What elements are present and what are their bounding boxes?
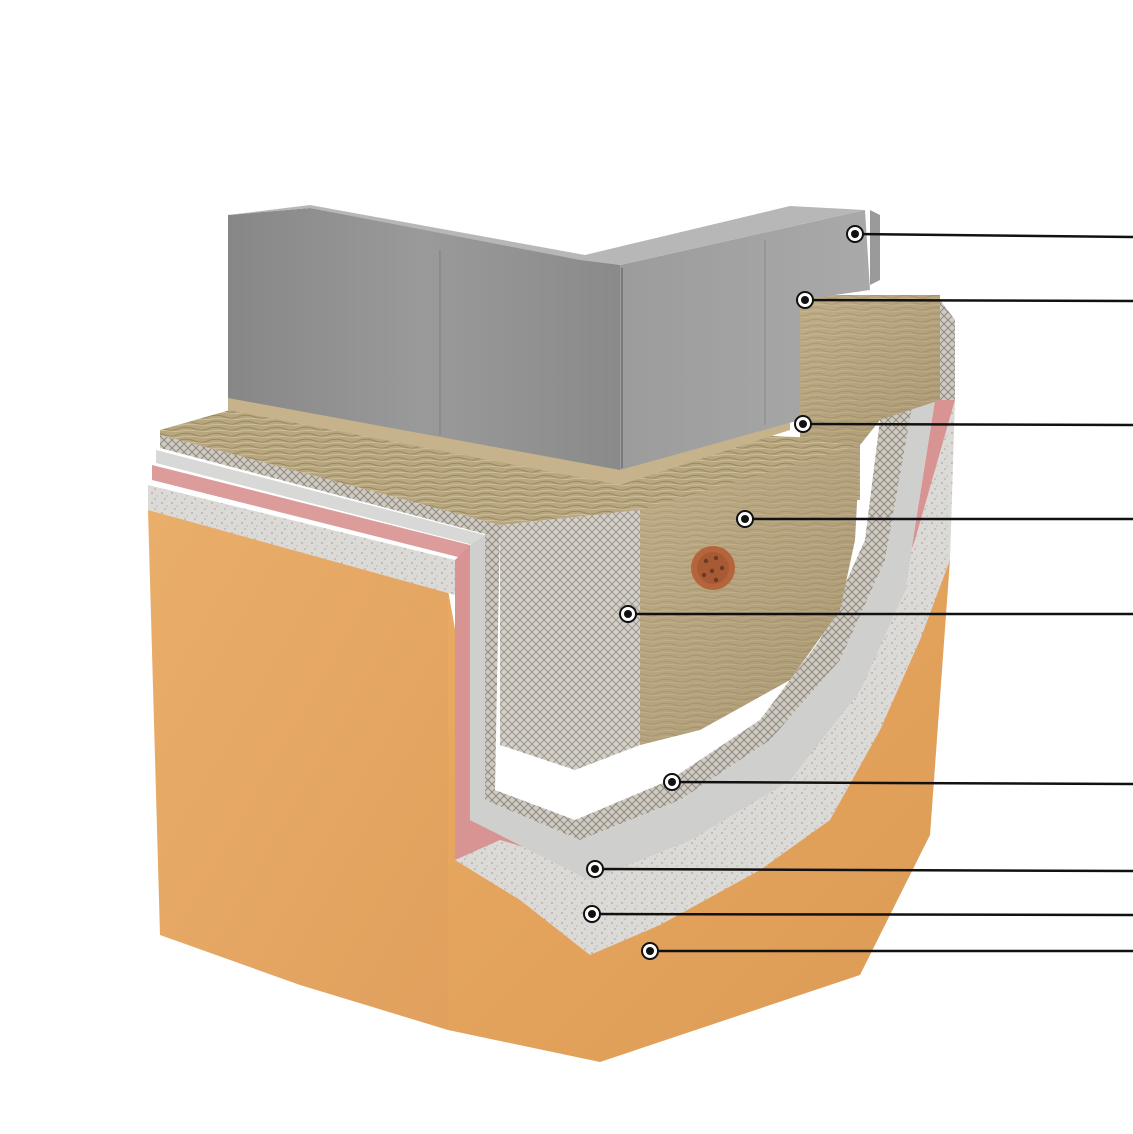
marker-adhesive-strip: [794, 415, 812, 433]
callout-leaders: [591, 232, 1133, 953]
reinforcing-mesh-layer: [160, 380, 915, 840]
marker-base-coat: [663, 773, 681, 791]
leader-line-6: [671, 780, 1133, 786]
leader-line-1: [854, 232, 1133, 239]
marker-primer: [586, 860, 604, 878]
mineral-wool-slab: [160, 295, 955, 745]
leader-line-7: [594, 867, 1133, 873]
adhesive-strip: [228, 395, 790, 485]
marker-reinforcing-mesh: [619, 605, 637, 623]
concrete-block: [228, 205, 880, 470]
leader-line-8: [591, 912, 1133, 917]
callout-markers: [583, 225, 864, 960]
leader-line-2: [804, 298, 1133, 303]
marker-mineral-wool: [736, 510, 754, 528]
marker-finish-render: [641, 942, 659, 960]
base-plaster-layer: [148, 400, 955, 955]
marker-adhesive-top: [796, 291, 814, 309]
primer-layer: [152, 400, 955, 880]
marker-concrete-block: [846, 225, 864, 243]
leader-line-3: [802, 422, 1133, 427]
anchor-dowel: [691, 546, 735, 590]
base-coat-layer: [156, 390, 935, 880]
marker-base-plaster: [583, 905, 601, 923]
